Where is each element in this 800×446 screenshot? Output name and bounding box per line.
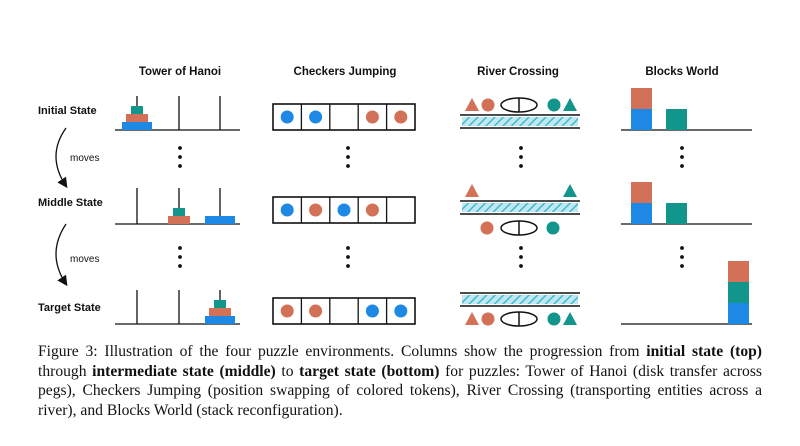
circle-orange — [480, 221, 494, 235]
token-blue — [280, 110, 294, 124]
blocks-initial — [621, 88, 752, 131]
token-blue — [394, 304, 408, 318]
row-label-initial: Initial State — [38, 105, 97, 117]
checkers-middle — [272, 196, 416, 224]
column-header-blocks: Blocks World — [645, 66, 718, 78]
token-blue — [365, 304, 379, 318]
token-orange — [365, 110, 379, 124]
disk-small — [214, 300, 226, 308]
hanoi-middle — [115, 188, 240, 225]
caption-suffix: for puzzles: Tower of Hanoi (disk transf… — [38, 362, 762, 419]
disk-small — [131, 106, 143, 114]
caption-through: through — [38, 362, 93, 380]
disk-large — [205, 316, 235, 324]
block-orange — [631, 88, 652, 109]
circle-teal — [546, 221, 560, 235]
column-header-checkers: Checkers Jumping — [294, 66, 397, 78]
block-blue — [631, 203, 652, 224]
triangle-orange — [465, 98, 479, 111]
triangle-teal — [563, 184, 577, 197]
triangle-teal — [563, 312, 577, 325]
caption-prefix: Figure 3: Illustration of the four puzzl… — [38, 343, 647, 360]
circle-orange — [481, 98, 495, 112]
token-blue — [337, 203, 351, 217]
river-water — [462, 117, 578, 126]
disk-medium — [209, 308, 231, 316]
caption-target: target state (bottom) — [299, 362, 440, 380]
block-blue — [631, 109, 652, 130]
moves-label-bottom: moves — [70, 254, 99, 265]
row-label-target: Target State — [38, 302, 101, 314]
triangle-orange — [465, 184, 479, 197]
caption-to: to — [275, 362, 300, 380]
river-water — [462, 203, 578, 212]
triangle-teal — [563, 98, 577, 111]
circle-teal — [547, 312, 561, 326]
caption-initial: initial state (top) — [646, 343, 762, 360]
figure-caption: Figure 3: Illustration of the four puzzl… — [38, 342, 762, 420]
block-orange — [631, 182, 652, 203]
moves-label-top: moves — [70, 153, 99, 164]
block-orange — [728, 261, 749, 282]
blocks-middle — [621, 182, 752, 225]
disk-large — [122, 122, 152, 130]
moves-arrow-top — [55, 127, 68, 189]
disk-small — [173, 208, 185, 216]
column-header-river: River Crossing — [477, 66, 559, 78]
river-target — [460, 292, 580, 327]
token-orange — [309, 203, 323, 217]
river-middle — [460, 184, 580, 236]
blocks-target — [621, 261, 752, 325]
circle-teal — [547, 98, 561, 112]
ellipsis-dots — [178, 146, 684, 268]
token-orange — [280, 304, 294, 318]
triangle-orange — [465, 312, 479, 325]
block-teal — [666, 203, 687, 224]
disk-large — [205, 216, 235, 224]
checkers-initial — [272, 103, 416, 131]
hanoi-target — [115, 290, 240, 325]
row-label-middle: Middle State — [38, 197, 103, 209]
disk-medium — [168, 216, 190, 224]
circle-orange — [481, 312, 495, 326]
moves-arrow-bottom — [55, 223, 68, 287]
checkers-target — [272, 297, 416, 325]
block-blue — [728, 303, 749, 324]
disk-medium — [126, 114, 148, 122]
puzzle-figure: Tower of Hanoi Checkers Jumping River Cr… — [38, 66, 752, 327]
block-teal — [728, 282, 749, 303]
block-teal — [666, 109, 687, 130]
token-blue — [280, 203, 294, 217]
column-header-hanoi: Tower of Hanoi — [139, 66, 221, 78]
river-water — [462, 295, 578, 304]
token-orange — [365, 203, 379, 217]
token-orange — [394, 110, 408, 124]
hanoi-initial — [115, 96, 240, 131]
river-initial — [460, 97, 580, 129]
token-blue — [309, 110, 323, 124]
caption-intermediate: intermediate state (middle) — [92, 362, 276, 380]
token-orange — [309, 304, 323, 318]
